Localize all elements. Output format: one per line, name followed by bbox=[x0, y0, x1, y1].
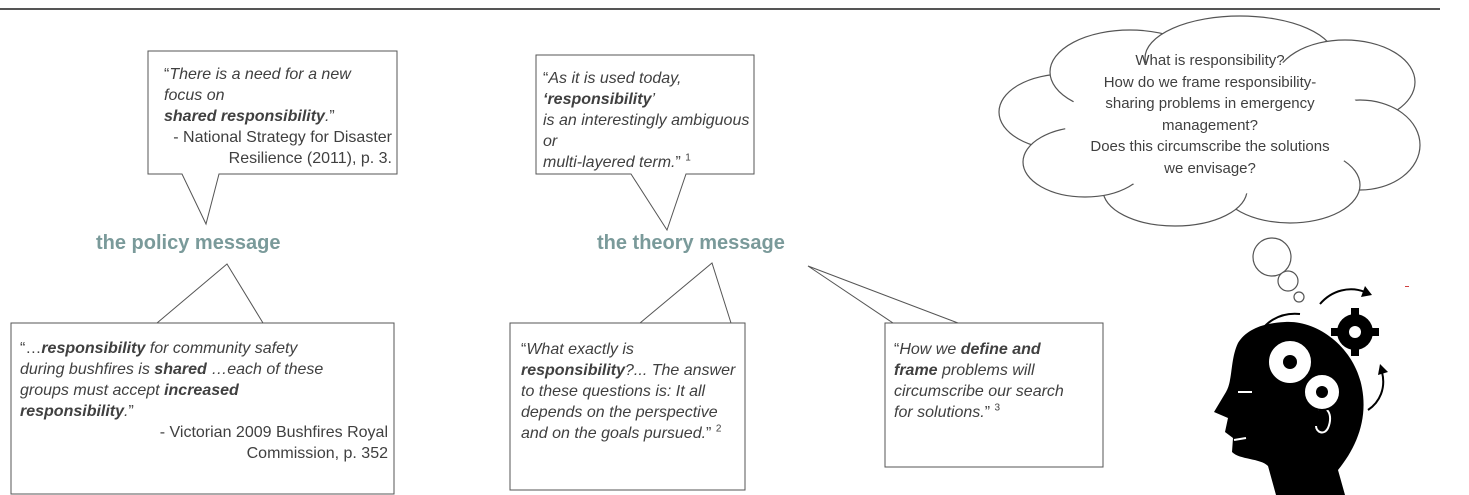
thought-line: How do we frame responsibility- bbox=[1103, 73, 1317, 91]
theory-heading: the theory message bbox=[597, 232, 785, 254]
thought-bubbles bbox=[1252, 237, 1305, 303]
thought-line: What is responsibility? bbox=[1135, 52, 1285, 69]
thought-line: we envisage? bbox=[1164, 159, 1256, 177]
theory-top-callout bbox=[535, 54, 755, 232]
theory-quote-2: “What exactly is responsibility?... The … bbox=[521, 341, 736, 442]
policy-quote-2: “…responsibility for community safety du… bbox=[20, 340, 388, 462]
theory-bottom-callout bbox=[509, 262, 746, 491]
red-mark bbox=[1405, 286, 1409, 287]
thought-text: What is responsibility? How do we frame … bbox=[1060, 50, 1360, 179]
policy-top-callout bbox=[147, 50, 398, 226]
head-with-gears-icon bbox=[1214, 286, 1388, 495]
theory-quote-1: “As it is used today, ‘responsibility’ i… bbox=[543, 70, 750, 171]
policy-bottom-callout bbox=[10, 263, 395, 495]
thought-line: Does this circumscribe the solutions bbox=[1090, 138, 1330, 155]
top-divider bbox=[0, 8, 1440, 10]
policy-quote-1: “There is a need for a new focus on shar… bbox=[164, 66, 392, 167]
theory-quote-3: “How we define and frame problems will c… bbox=[894, 341, 1064, 421]
thought-line: sharing problems in emergency bbox=[1105, 95, 1315, 112]
thought-line: management? bbox=[1162, 116, 1258, 134]
theory-right-callout bbox=[807, 265, 1104, 468]
policy-heading: the policy message bbox=[96, 232, 281, 254]
thought-cloud bbox=[998, 15, 1421, 227]
